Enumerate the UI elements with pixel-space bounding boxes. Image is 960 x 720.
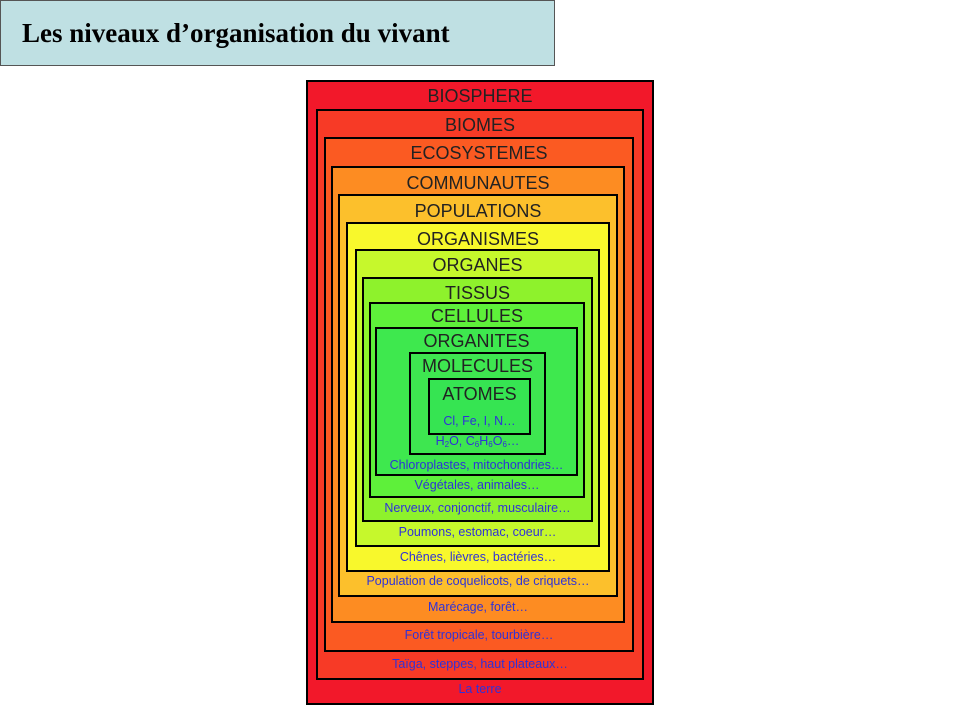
level-example-organes: Poumons, estomac, coeur… <box>398 525 557 539</box>
level-example-populations: Population de coquelicots, de criquets… <box>366 574 590 588</box>
level-name-communautes: COMMUNAUTES <box>406 173 550 193</box>
level-name-atomes: ATOMES <box>442 384 517 404</box>
level-name-molecules: MOLECULES <box>421 356 534 376</box>
level-example-communautes: Marécage, forêt… <box>427 600 529 614</box>
level-example-molecules: H2O, C6H6O6… <box>435 434 520 449</box>
level-example-cellules: Végétales, animales… <box>414 478 540 492</box>
level-name-biomes: BIOMES <box>444 115 515 135</box>
level-name-organites: ORGANITES <box>423 331 530 351</box>
level-name-tissus: TISSUS <box>444 283 510 303</box>
level-example-ecosystemes: Forêt tropicale, tourbière… <box>404 628 554 642</box>
level-example-organismes: Chênes, lièvres, bactéries… <box>399 550 557 564</box>
level-example-biosphere: La terre <box>458 682 502 696</box>
page-title: Les niveaux d’organisation du vivant <box>22 17 450 48</box>
level-example-biomes: Taïga, steppes, haut plateaux… <box>392 657 568 671</box>
level-atomes: ATOMES Cl, Fe, I, N… <box>428 378 531 435</box>
level-name-organismes: ORGANISMES <box>416 229 540 249</box>
title-box: Les niveaux d’organisation du vivant <box>0 0 555 66</box>
level-name-ecosystemes: ECOSYSTEMES <box>410 143 548 163</box>
level-example-atomes: Cl, Fe, I, N… <box>443 414 516 428</box>
level-name-organes: ORGANES <box>432 255 523 275</box>
level-name-populations: POPULATIONS <box>414 201 542 221</box>
level-name-biosphere: BIOSPHERE <box>427 86 533 106</box>
level-name-cellules: CELLULES <box>430 306 524 326</box>
level-example-tissus: Nerveux, conjonctif, musculaire… <box>384 501 571 515</box>
level-example-organites: Chloroplastes, mitochondries… <box>389 458 564 472</box>
